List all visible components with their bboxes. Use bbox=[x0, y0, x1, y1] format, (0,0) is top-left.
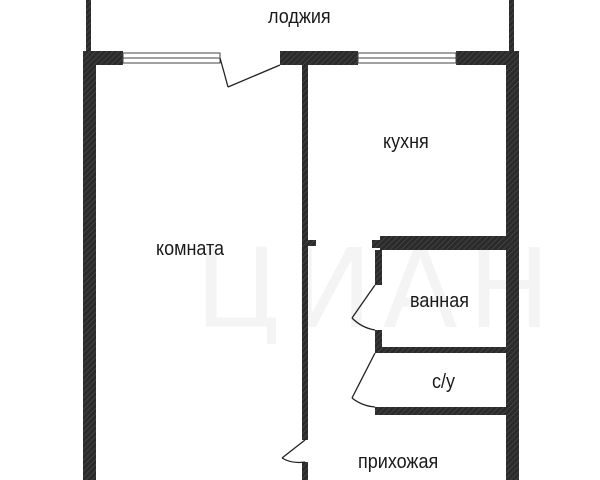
label-loggia: лоджия bbox=[268, 6, 331, 28]
outer-right-wall bbox=[506, 58, 519, 480]
toilet-door bbox=[351, 352, 376, 408]
bath-toilet-divider bbox=[375, 347, 506, 353]
top-wall-middle bbox=[280, 51, 358, 65]
label-hallway: прихожая bbox=[358, 451, 439, 473]
loggia-left-wall bbox=[86, 0, 91, 58]
bath-left-wall-top bbox=[375, 250, 382, 285]
hallway-door bbox=[281, 439, 306, 464]
toilet-bottom-wall bbox=[375, 407, 506, 415]
label-kitchen: кухня bbox=[383, 131, 429, 153]
bath-left-wall-bottom bbox=[375, 330, 382, 353]
loggia-right-wall bbox=[509, 0, 514, 58]
partition-wall bbox=[302, 65, 308, 440]
outer-left-wall bbox=[83, 58, 96, 480]
kitchen-bottom-wall bbox=[380, 236, 506, 250]
label-bathroom: ванная bbox=[410, 290, 470, 312]
partition-wall-lower bbox=[302, 462, 308, 480]
bathroom-door bbox=[351, 284, 376, 331]
top-wall-right bbox=[456, 51, 519, 65]
label-toilet: с/у bbox=[432, 371, 456, 393]
loggia-door bbox=[219, 57, 281, 88]
label-room: комната bbox=[156, 238, 225, 260]
